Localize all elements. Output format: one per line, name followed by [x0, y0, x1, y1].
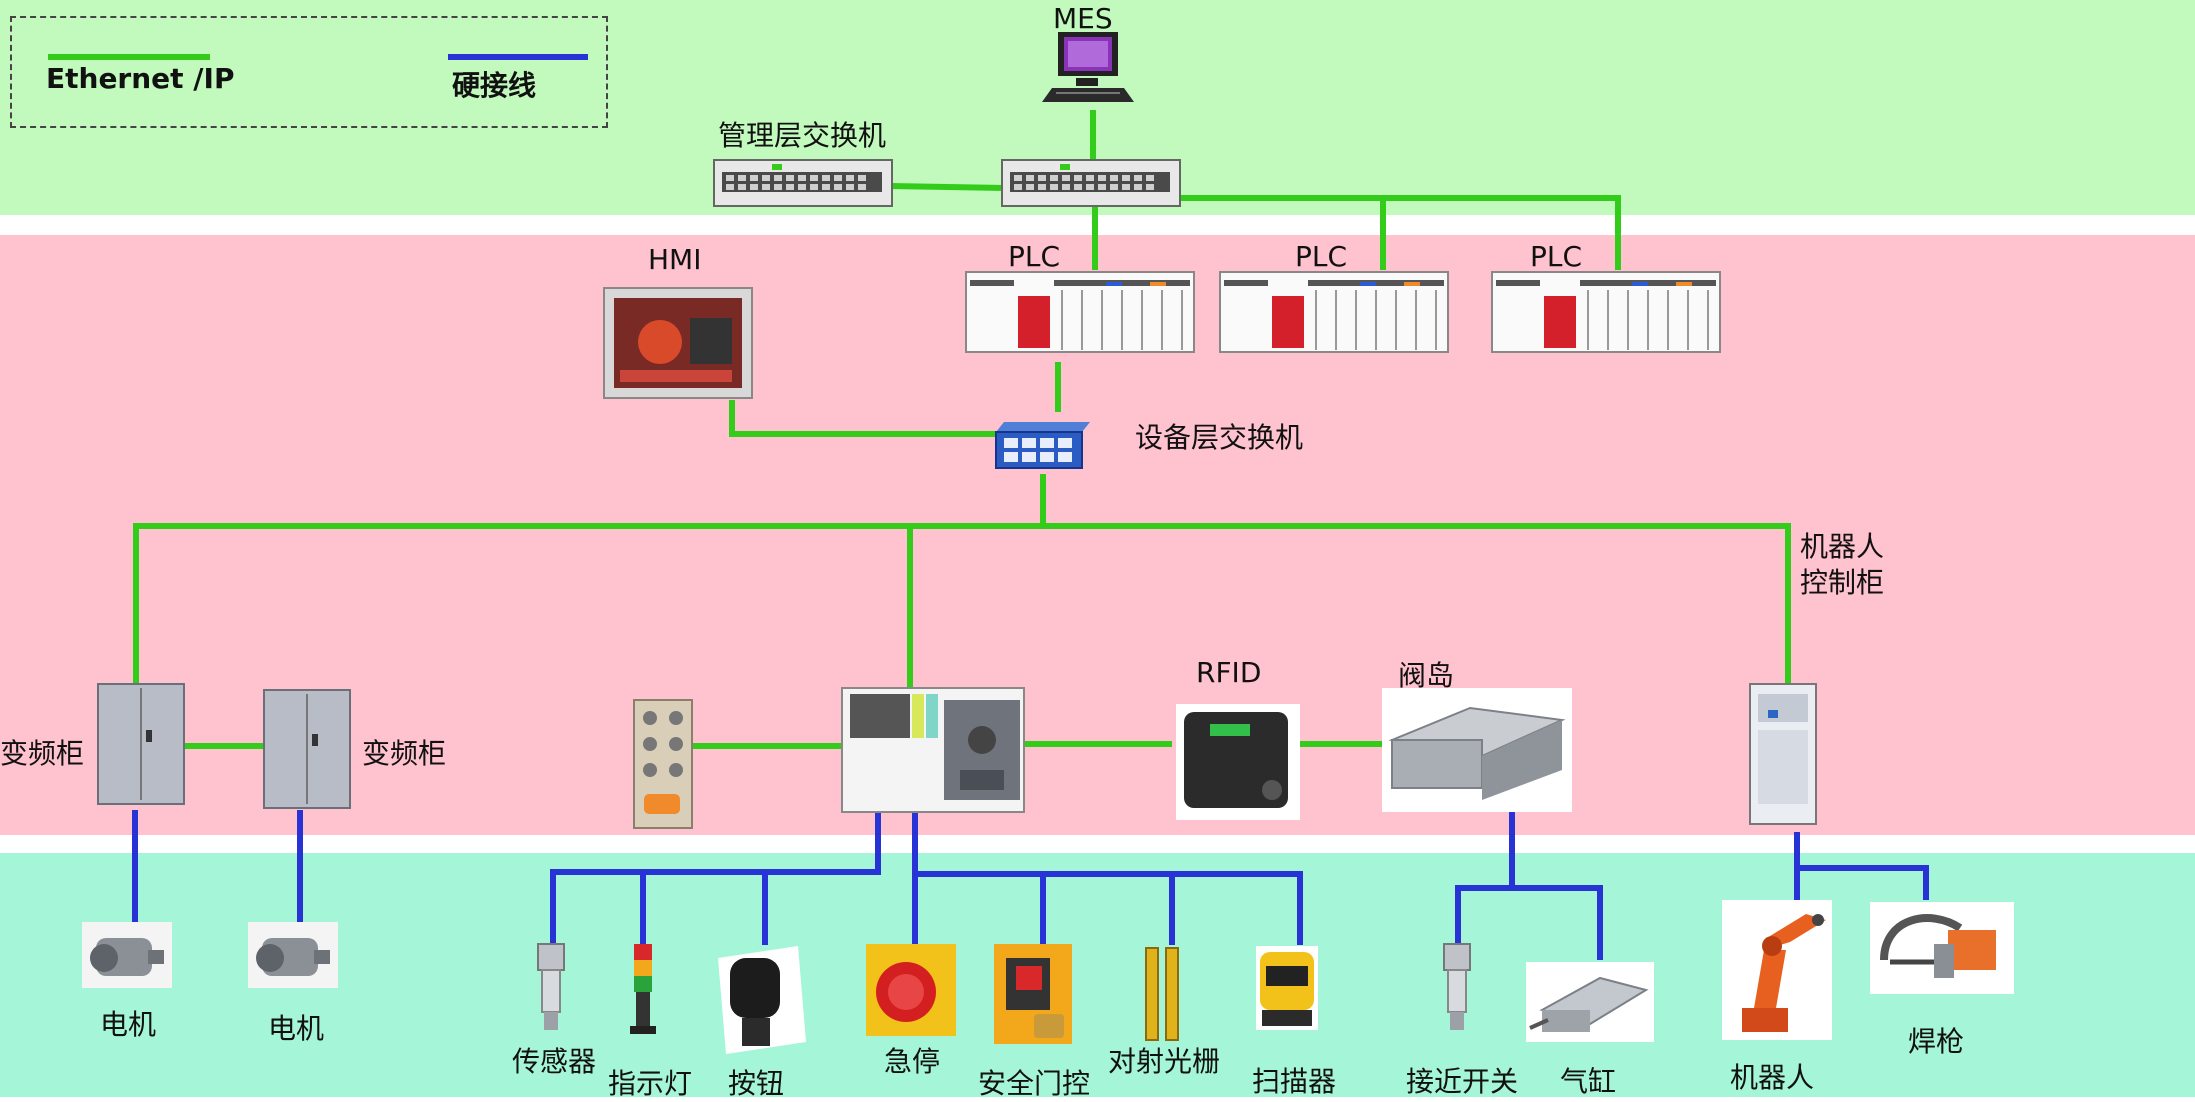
valve-island-icon [1382, 688, 1572, 812]
hmi-label: HMI [648, 243, 702, 276]
scanner-label: 扫描器 [1252, 1065, 1337, 1098]
mgmt-switch-label: 管理层交换机 [718, 119, 887, 152]
welding-gun-icon [1870, 902, 2014, 994]
button-label: 按钮 [728, 1067, 785, 1100]
vfd-cabinet-icon [263, 689, 351, 809]
robot-controller-icon [1749, 683, 1817, 825]
rfid-reader-icon [1176, 704, 1300, 820]
estop-label: 急停 [884, 1045, 941, 1078]
emergency-stop-icon [866, 944, 956, 1036]
door-interlock-label: 安全门控 [978, 1067, 1091, 1100]
plc-rack-icon [1219, 271, 1449, 353]
light-curtain-label: 对射光栅 [1108, 1045, 1221, 1078]
push-button-icon [718, 946, 806, 1054]
rfid-label: RFID [1196, 656, 1262, 689]
industrial-robot-icon [1722, 900, 1832, 1040]
plc-label: PLC [1530, 240, 1583, 273]
mes-label: MES [1053, 2, 1113, 35]
pneumatic-cylinder-icon [1526, 962, 1654, 1042]
plc-label: PLC [1008, 240, 1061, 273]
motor-label: 电机 [268, 1012, 325, 1045]
robot-label: 机器人 [1730, 1061, 1815, 1094]
hardwire-links [132, 745, 1929, 960]
plc-label: PLC [1295, 240, 1348, 273]
vfd-cabinet-label: 变频柜 [362, 737, 447, 770]
safety-scanner-icon [1256, 946, 1318, 1030]
sensor-label: 传感器 [512, 1045, 597, 1078]
vfd-cabinet-icon [97, 683, 185, 805]
hmi-panel-icon [603, 287, 753, 399]
welding-gun-label: 焊枪 [1908, 1025, 1965, 1058]
indicator-light-label: 指示灯 [608, 1067, 693, 1100]
core-switch-icon [1001, 159, 1181, 207]
legend-box: Ethernet /IP 硬接线 [10, 16, 608, 128]
motor-icon [82, 922, 172, 988]
proximity-switch-label: 接近开关 [1406, 1065, 1519, 1098]
ethernet-legend-swatch [48, 54, 210, 60]
motor-label: 电机 [100, 1008, 157, 1041]
plc-rack-icon [1491, 271, 1721, 353]
robot-cabinet-label-line1: 机器人 [1800, 530, 1885, 563]
hardwire-legend-swatch [448, 54, 588, 60]
device-switch-label: 设备层交换机 [1135, 421, 1304, 454]
proximity-switch-icon [1443, 943, 1471, 1030]
mes-computer-icon [1042, 32, 1134, 102]
io-station-icon [841, 687, 1025, 813]
management-switch-icon [713, 159, 893, 207]
io-block-icon [633, 699, 693, 829]
ethernet-legend-label: Ethernet /IP [46, 62, 235, 95]
light-curtain-icon [1145, 947, 1179, 1041]
motor-icon [248, 922, 338, 988]
plc-rack-icon [965, 271, 1195, 353]
door-interlock-icon [994, 944, 1072, 1044]
vfd-cabinet-label: 变频柜 [0, 737, 85, 770]
stack-light-icon [630, 944, 656, 1034]
band-divider [0, 835, 2195, 853]
device-switch-icon [995, 422, 1090, 469]
robot-cabinet-label-line2: 控制柜 [1800, 566, 1885, 599]
valve-island-label: 阀岛 [1398, 659, 1455, 692]
hardwire-legend-label: 硬接线 [452, 69, 537, 102]
ethernet-links [133, 110, 1791, 749]
cylinder-label: 气缸 [1560, 1065, 1617, 1098]
sensor-icon [537, 943, 565, 1030]
